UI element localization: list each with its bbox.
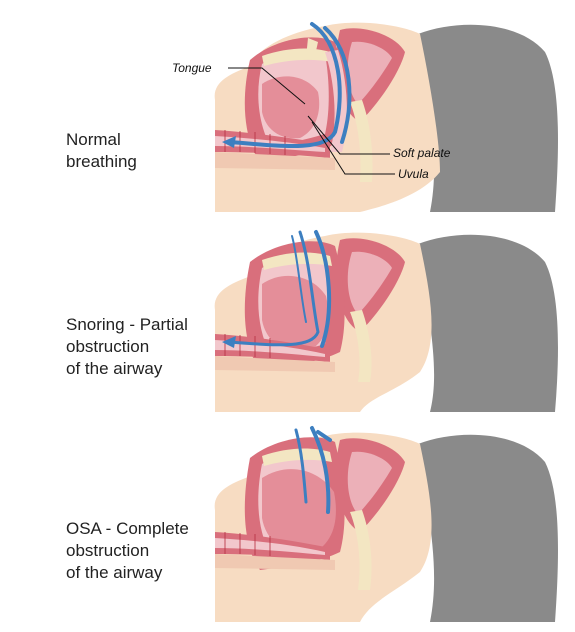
caption-line: obstruction bbox=[66, 541, 150, 560]
palate-bone bbox=[262, 448, 332, 466]
caption-line: Snoring - Partial bbox=[66, 315, 188, 334]
soft-palate-label: Soft palate bbox=[393, 146, 451, 160]
hair bbox=[418, 234, 558, 412]
caption-snoring: Snoring - Partial obstruction of the air… bbox=[66, 314, 188, 380]
airflow-arrow bbox=[228, 22, 342, 149]
spine bbox=[350, 310, 372, 382]
caption-line: breathing bbox=[66, 152, 137, 171]
label-leaders bbox=[228, 67, 395, 175]
hair bbox=[418, 434, 558, 622]
caption-osa: OSA - Complete obstruction of the airway bbox=[66, 518, 189, 584]
spine bbox=[350, 100, 373, 182]
caption-line: Normal bbox=[66, 130, 121, 149]
airflow-blocked-arrow bbox=[294, 428, 308, 504]
caption-line: of the airway bbox=[66, 563, 163, 582]
airflow-arrow bbox=[228, 230, 320, 347]
spine bbox=[350, 510, 372, 590]
uvula-label: Uvula bbox=[398, 167, 429, 181]
tongue-label: Tongue bbox=[172, 61, 212, 75]
caption-line: of the airway bbox=[66, 359, 163, 378]
caption-normal-breathing: Normal breathing bbox=[66, 129, 137, 173]
panel-osa-complete: OSA - Complete obstruction of the airway bbox=[0, 422, 575, 622]
caption-line: OSA - Complete bbox=[66, 519, 189, 538]
tongue bbox=[262, 469, 336, 555]
tongue bbox=[262, 76, 320, 139]
head-cross-section-illustration bbox=[214, 426, 558, 622]
caption-line: obstruction bbox=[66, 337, 150, 356]
panel-normal-breathing: Tongue Soft palate Uvula Normal breathin… bbox=[0, 12, 575, 212]
panel-snoring-partial: Snoring - Partial obstruction of the air… bbox=[0, 222, 575, 422]
head-cross-section-illustration bbox=[214, 22, 558, 212]
hair bbox=[418, 24, 558, 212]
head-cross-section-illustration bbox=[214, 230, 558, 412]
